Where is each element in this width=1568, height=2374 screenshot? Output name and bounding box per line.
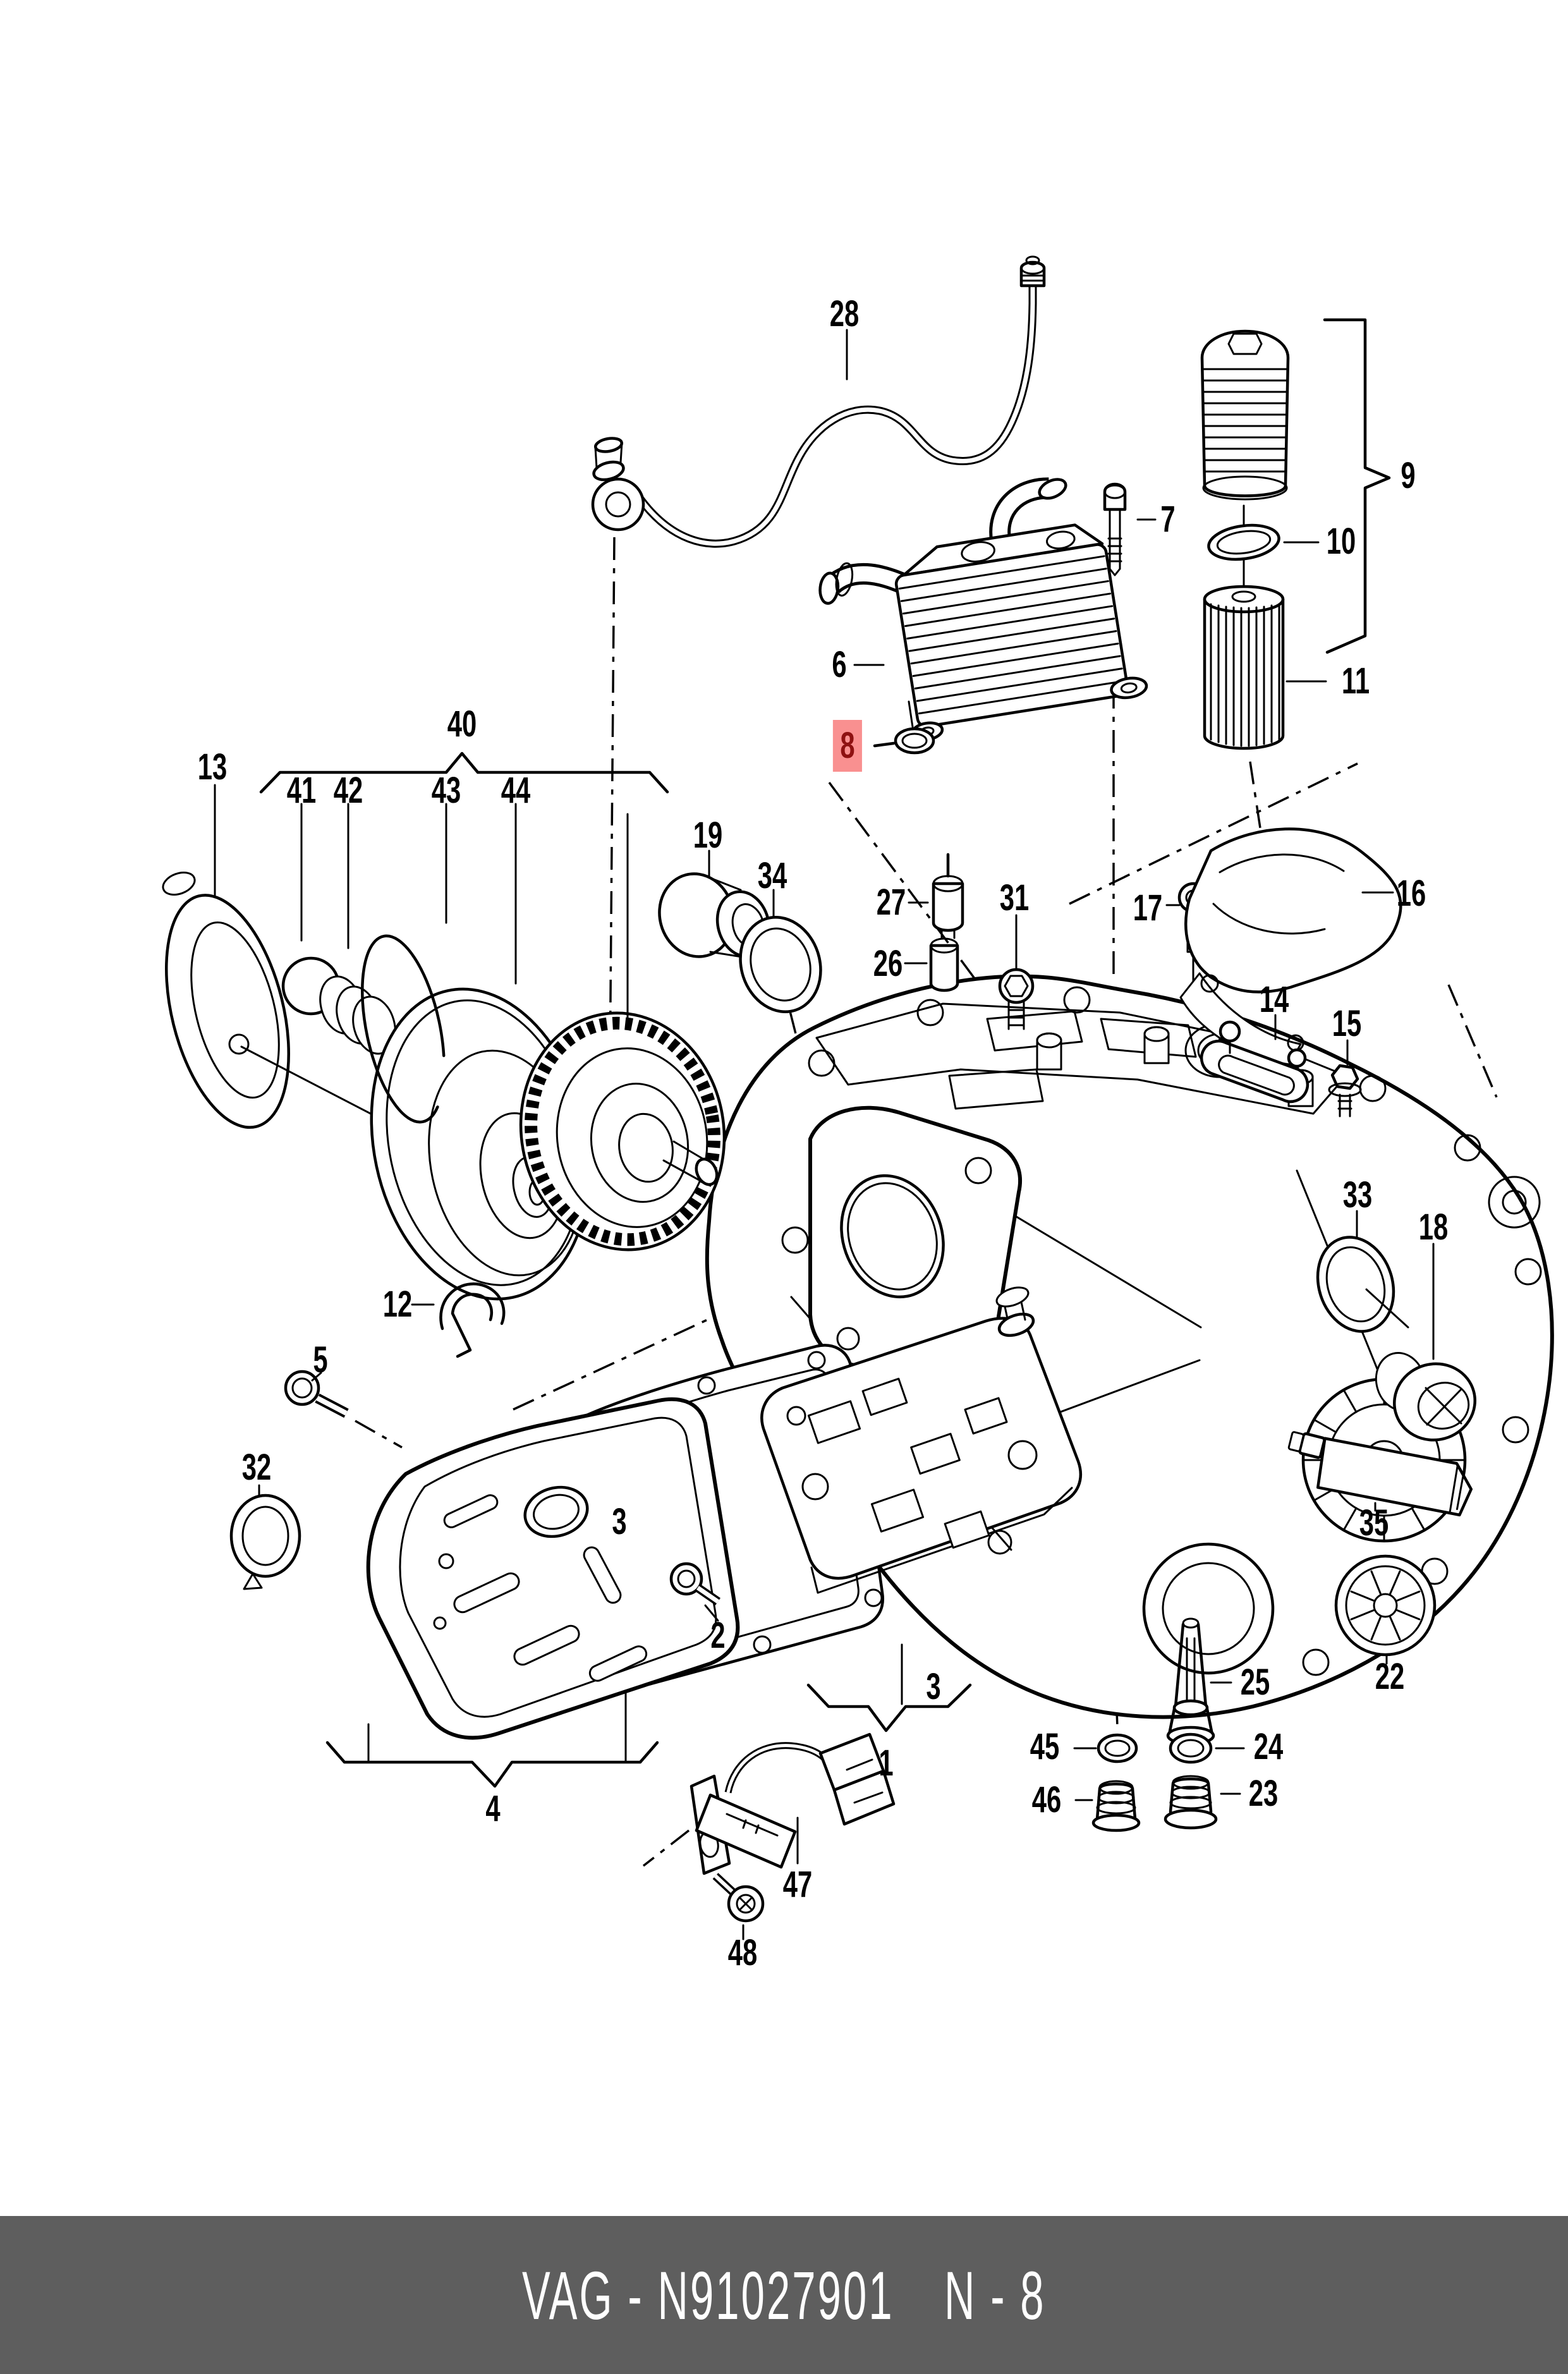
part-callout-14: 14 <box>1259 979 1289 1020</box>
part-callout-25: 25 <box>1240 1662 1270 1703</box>
part-callout-41: 41 <box>286 770 317 811</box>
part-callout-31: 31 <box>999 877 1030 918</box>
part-callout-7: 7 <box>1160 499 1176 540</box>
part-callout-35: 35 <box>1359 1502 1389 1543</box>
part-callout-43: 43 <box>431 770 461 811</box>
part-callout-1: 1 <box>878 1743 894 1784</box>
part-callout-44: 44 <box>501 770 531 811</box>
part-callout-34: 34 <box>757 855 787 896</box>
part-callout-26: 26 <box>873 943 903 984</box>
part-callout-6: 6 <box>832 644 847 685</box>
part-callout-12: 12 <box>382 1284 413 1325</box>
part-callout-11: 11 <box>1341 660 1370 702</box>
part-callout-24: 24 <box>1253 1726 1284 1767</box>
part-callout-18: 18 <box>1418 1207 1449 1248</box>
part-callout-32: 32 <box>241 1447 272 1488</box>
part-callout-47: 47 <box>782 1864 813 1905</box>
part-callout-8-highlighted: 8 <box>832 720 863 772</box>
footer-text: VAG - N91027901 N - 8 <box>522 2256 1046 2335</box>
part-callout-46: 46 <box>1031 1779 1062 1820</box>
part-callout-9: 9 <box>1401 455 1416 496</box>
part-callout-3: 3 <box>612 1501 627 1542</box>
part-callout-28: 28 <box>829 293 860 334</box>
part-callout-17: 17 <box>1133 887 1163 928</box>
part-callout-3: 3 <box>926 1666 941 1707</box>
footer-part-number: VAG - N91027901 <box>522 2256 894 2334</box>
part-callout-16: 16 <box>1396 873 1426 914</box>
part-callout-45: 45 <box>1030 1726 1060 1767</box>
part-callout-42: 42 <box>333 770 363 811</box>
part-callout-10: 10 <box>1326 521 1356 562</box>
part-callout-48: 48 <box>727 1932 758 1973</box>
part-callout-23: 23 <box>1248 1773 1279 1814</box>
part-callout-27: 27 <box>876 882 906 923</box>
part-callout-13: 13 <box>197 746 228 788</box>
part-callout-40: 40 <box>447 703 477 745</box>
part-callout-5: 5 <box>313 1339 328 1380</box>
part-callout-19: 19 <box>693 815 723 856</box>
part-callout-22: 22 <box>1375 1656 1405 1697</box>
part-callout-2: 2 <box>710 1615 726 1656</box>
part-callout-33: 33 <box>1342 1174 1373 1215</box>
footer-bar: VAG - N91027901 N - 8 <box>0 2216 1568 2374</box>
footer-page-ref: N - 8 <box>944 2256 1046 2334</box>
part-callout-15: 15 <box>1332 1003 1362 1044</box>
part-callout-4: 4 <box>485 1788 501 1829</box>
